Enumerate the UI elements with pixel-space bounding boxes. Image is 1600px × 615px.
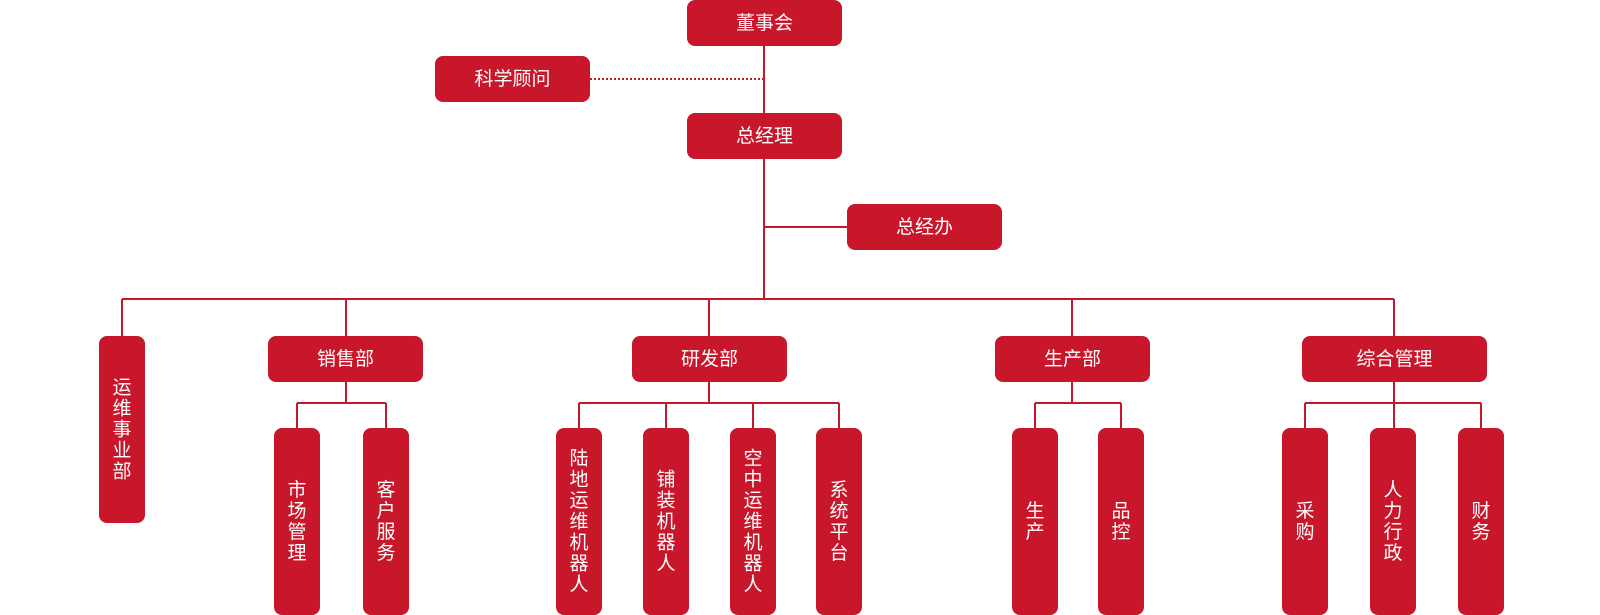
node-finance-box — [1458, 428, 1504, 615]
node-system-platform-box — [816, 428, 862, 615]
node-customer-service-box — [363, 428, 409, 615]
node-customer-service-label: 客户服务 — [376, 479, 395, 564]
node-gm-office-box — [847, 204, 1002, 250]
node-sales-label: 销售部 — [317, 348, 374, 370]
node-board: 董事会 — [687, 0, 842, 46]
node-ops-division: 运维事业部 — [99, 336, 145, 523]
node-procurement-label: 采购 — [1295, 500, 1314, 543]
node-paving-robot-label: 铺装机器人 — [656, 469, 675, 575]
node-market-management-label: 市场管理 — [287, 479, 306, 564]
node-rnd: 研发部 — [632, 336, 787, 382]
node-land-ops-robot-box — [556, 428, 602, 615]
node-procurement-box — [1282, 428, 1328, 615]
node-paving-robot-box — [643, 428, 689, 615]
node-hr-admin-box — [1370, 428, 1416, 615]
node-gm-office-label: 总经办 — [896, 216, 953, 238]
node-market-management: 市场管理 — [274, 428, 320, 615]
node-quality-control-box — [1098, 428, 1144, 615]
connectors — [121, 46, 1482, 428]
node-production: 生产部 — [995, 336, 1150, 382]
node-hr-admin: 人力行政 — [1370, 428, 1416, 615]
node-production-box — [995, 336, 1150, 382]
node-quality-control: 品控 — [1098, 428, 1144, 615]
node-produce-label: 生产 — [1025, 500, 1044, 543]
node-paving-robot: 铺装机器人 — [643, 428, 689, 615]
node-land-ops-robot: 陆地运维机器人 — [556, 428, 602, 615]
node-general-management-label: 综合管理 — [1356, 348, 1432, 370]
node-ops-division-box — [99, 336, 145, 523]
node-gm-office: 总经办 — [847, 204, 1002, 250]
node-general-management: 综合管理 — [1302, 336, 1487, 382]
node-customer-service: 客户服务 — [363, 428, 409, 615]
node-advisor: 科学顾问 — [435, 56, 590, 102]
node-general-manager-label: 总经理 — [736, 125, 793, 147]
node-system-platform: 系统平台 — [816, 428, 862, 615]
node-rnd-label: 研发部 — [681, 348, 738, 370]
node-general-manager-box — [687, 113, 842, 159]
node-production-label: 生产部 — [1044, 348, 1101, 370]
node-advisor-label: 科学顾问 — [474, 68, 550, 90]
node-board-label: 董事会 — [736, 12, 793, 34]
node-sales-box — [268, 336, 423, 382]
node-advisor-box — [435, 56, 590, 102]
node-produce-box — [1012, 428, 1058, 615]
node-air-ops-robot-label: 空中运维机器人 — [743, 448, 762, 596]
node-general-manager: 总经理 — [687, 113, 842, 159]
node-air-ops-robot: 空中运维机器人 — [730, 428, 776, 615]
node-hr-admin-label: 人力行政 — [1383, 479, 1402, 564]
node-finance-label: 财务 — [1471, 500, 1490, 543]
node-procurement: 采购 — [1282, 428, 1328, 615]
node-general-management-box — [1302, 336, 1487, 382]
node-air-ops-robot-box — [730, 428, 776, 615]
node-land-ops-robot-label: 陆地运维机器人 — [569, 448, 588, 596]
node-ops-division-label: 运维事业部 — [112, 377, 131, 483]
node-quality-control-label: 品控 — [1111, 500, 1130, 543]
node-board-box — [687, 0, 842, 46]
node-system-platform-label: 系统平台 — [829, 479, 848, 564]
node-finance: 财务 — [1458, 428, 1504, 615]
node-produce: 生产 — [1012, 428, 1058, 615]
node-rnd-box — [632, 336, 787, 382]
node-market-management-box — [274, 428, 320, 615]
node-sales: 销售部 — [268, 336, 423, 382]
